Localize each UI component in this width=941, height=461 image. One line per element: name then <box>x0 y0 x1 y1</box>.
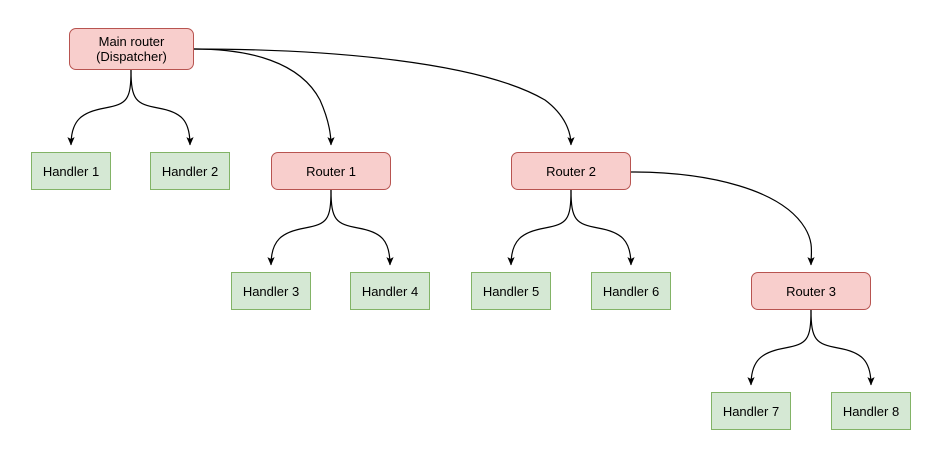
node-handler-5[interactable]: Handler 5 <box>471 272 551 310</box>
edge-router3-to-handler-8 <box>810 309 875 386</box>
node-main-router[interactable]: Main router (Dispatcher) <box>69 28 194 70</box>
node-label: Router 1 <box>306 163 356 179</box>
node-label: Handler 2 <box>161 163 219 179</box>
node-handler-2[interactable]: Handler 2 <box>150 152 230 190</box>
edge-router2-to-handler-5 <box>507 189 572 266</box>
edge-main-to-handler-1 <box>67 69 132 146</box>
edge-router3-to-handler-7 <box>747 309 812 386</box>
node-router-3[interactable]: Router 3 <box>751 272 871 310</box>
node-label: Handler 1 <box>42 163 100 179</box>
node-handler-1[interactable]: Handler 1 <box>31 152 111 190</box>
edge-router1-to-handler-3 <box>267 189 332 266</box>
edge-router1-to-handler-4 <box>330 189 394 266</box>
edge-router2-to-router-3 <box>630 171 815 266</box>
node-label: Handler 6 <box>602 283 660 299</box>
node-label: Handler 8 <box>842 403 900 419</box>
node-handler-6[interactable]: Handler 6 <box>591 272 671 310</box>
node-label: Router 2 <box>546 163 596 179</box>
edge-main-to-router-2 <box>193 48 575 146</box>
edge-main-to-router-1 <box>193 48 335 146</box>
edge-main-to-handler-2 <box>130 69 194 146</box>
node-handler-7[interactable]: Handler 7 <box>711 392 791 430</box>
node-label: Handler 3 <box>242 283 300 299</box>
node-label: Handler 5 <box>482 283 540 299</box>
node-handler-3[interactable]: Handler 3 <box>231 272 311 310</box>
node-label: Main router (Dispatcher) <box>96 34 167 64</box>
node-router-1[interactable]: Router 1 <box>271 152 391 190</box>
node-label: Handler 4 <box>361 283 419 299</box>
node-label: Handler 7 <box>722 403 780 419</box>
edge-router2-to-handler-6 <box>570 189 635 266</box>
node-label: Router 3 <box>786 283 836 299</box>
node-router-2[interactable]: Router 2 <box>511 152 631 190</box>
node-handler-4[interactable]: Handler 4 <box>350 272 430 310</box>
node-handler-8[interactable]: Handler 8 <box>831 392 911 430</box>
